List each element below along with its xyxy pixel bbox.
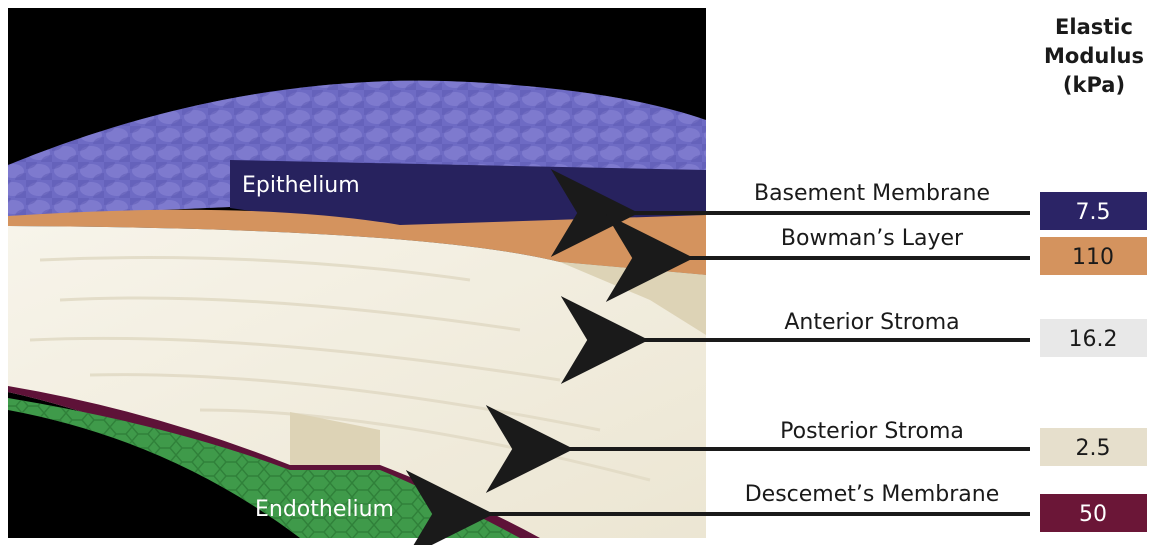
callout-label-anterior-stroma: Anterior Stroma [784, 310, 959, 335]
value-anterior-stroma: 16.2 [1069, 327, 1118, 352]
modulus-header-line-3: (kPa) [1063, 73, 1125, 97]
value-descemets-membrane: 50 [1079, 502, 1107, 527]
epithelium-label: Epithelium [242, 173, 360, 198]
callout-label-descemets-membrane: Descemet’s Membrane [745, 482, 1000, 507]
endothelium-label: Endothelium [255, 497, 394, 522]
modulus-header-line-2: Modulus [1044, 44, 1144, 68]
value-bowmans-layer: 110 [1072, 245, 1114, 270]
callout-label-basement-membrane: Basement Membrane [754, 181, 990, 206]
callout-bowmans-layer: Bowman’s Layer 110 [685, 226, 1147, 275]
callout-label-bowmans-layer: Bowman’s Layer [781, 226, 964, 251]
value-posterior-stroma: 2.5 [1076, 436, 1111, 461]
callout-basement-membrane: Basement Membrane 7.5 [630, 181, 1147, 230]
callout-anterior-stroma: Anterior Stroma 16.2 [640, 310, 1147, 357]
modulus-header-line-1: Elastic [1055, 15, 1133, 39]
modulus-header: Elastic Modulus (kPa) [1044, 15, 1144, 97]
value-basement-membrane: 7.5 [1076, 200, 1111, 225]
callout-label-posterior-stroma: Posterior Stroma [780, 419, 964, 444]
